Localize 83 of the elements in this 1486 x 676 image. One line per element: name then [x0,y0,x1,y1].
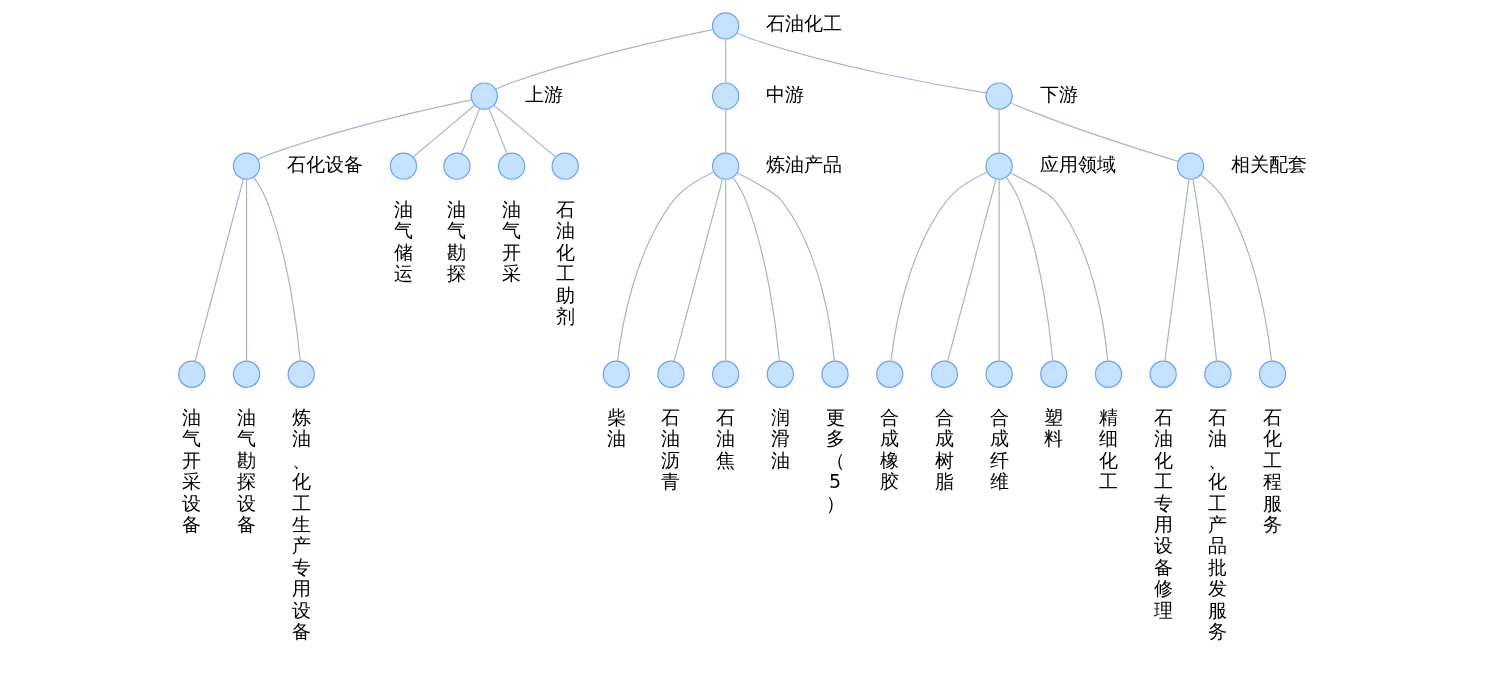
node-circle [1149,360,1177,388]
node-circle [287,360,315,388]
node-circle [232,360,260,388]
node-circle [711,82,739,110]
node-circle [656,360,685,388]
node-circle [1094,360,1122,388]
node-label: 应用领域 [1039,152,1116,175]
node-label: 中游 [765,82,804,105]
node-circle [711,360,739,388]
connector [245,178,247,362]
node-circle [1203,360,1232,388]
node-label: 油气勘探 [446,197,466,285]
connector [492,104,556,158]
node-circle [766,360,794,388]
connector [252,176,301,362]
connector [998,108,1000,154]
node-circle [389,152,417,180]
node-circle [1176,152,1204,180]
node-label: 石化设备 [286,152,363,175]
node-circle [820,360,849,388]
node-circle [984,82,1013,110]
node-circle [232,152,260,180]
node-label: 柴油 [606,405,626,450]
connector [946,178,997,362]
node-label: 石化工程服务 [1262,405,1282,535]
connector [889,171,988,362]
node-label: 下游 [1039,82,1078,105]
connector [1163,178,1190,362]
node-label: 润滑油 [770,405,790,471]
node-circle [1258,360,1286,388]
node-label: 油气开采设备 [181,405,201,535]
node-label: 合成树脂 [934,405,954,493]
node-circle [875,360,903,388]
node-label: 石油沥青 [660,405,680,493]
connector [724,108,726,154]
connector [1199,174,1272,362]
node-label: 石油化工专用设备修理 [1153,405,1173,621]
connector [724,178,726,362]
node-label: 塑料 [1043,405,1063,450]
connector [1009,102,1179,162]
node-label: 油气开采 [501,197,521,285]
node-circle [602,360,630,388]
node-label: 石油化工 [765,12,842,35]
connector [1191,178,1217,362]
node-circle [711,152,739,180]
node-label: 石油焦 [715,405,735,471]
connector [460,107,480,155]
node-label: 合成橡胶 [879,405,899,493]
connector [494,29,713,90]
connector [256,99,472,160]
node-label: 精细化工 [1098,405,1118,493]
node-circle [1039,360,1067,388]
node-label: 油气储运 [393,197,413,285]
node-circle [711,12,739,40]
node-circle [551,152,579,180]
connector [616,171,714,362]
connector [673,178,723,362]
node-label: 石油化工助剂 [555,197,575,327]
node-circle [497,152,525,180]
node-label: 炼油、化工生产专用设备 [291,405,311,642]
node-label: 油气勘探设备 [236,405,256,535]
node-label: 炼油产品 [765,152,842,175]
node-label: 相关配套 [1230,152,1307,175]
connector [998,178,1000,362]
connector [736,32,987,94]
connector [731,176,780,362]
connector [411,104,475,158]
connector [487,107,508,155]
node-label: 合成纤维 [989,405,1009,493]
connector [1005,176,1053,362]
node-label: 上游 [524,82,563,105]
node-circle [470,82,498,110]
node-circle [177,360,205,388]
node-label: 更多（5） [825,405,845,514]
node-label: 石油、化工产品批发服务 [1207,405,1227,642]
node-circle [930,360,958,388]
node-circle [984,360,1013,388]
node-circle [984,152,1013,180]
connector [736,172,835,362]
connector [1009,172,1108,362]
connector [193,178,244,362]
connector [724,38,726,84]
node-circle [442,152,471,180]
